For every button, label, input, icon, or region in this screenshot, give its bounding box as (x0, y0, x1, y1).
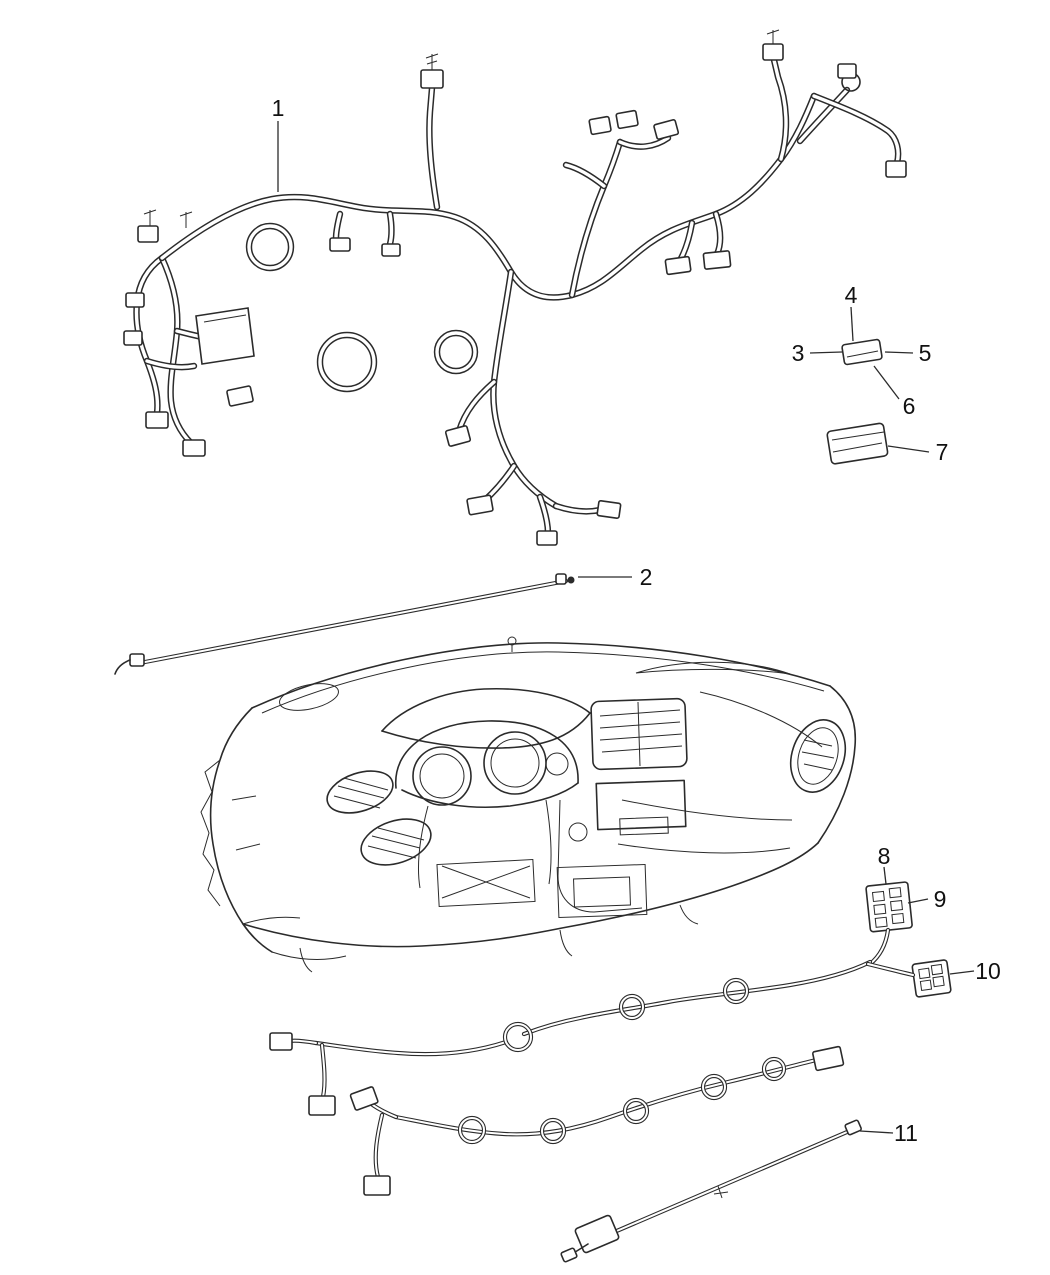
ip-main-harness-art (123, 29, 907, 546)
callout-6: 6 (903, 393, 916, 419)
antenna-cable-art (114, 573, 575, 675)
connector-10-art (911, 959, 952, 998)
callout-5: 5 (919, 340, 932, 366)
callout-7: 7 (936, 439, 949, 465)
bottom-harness-art (349, 1045, 845, 1196)
callout-labels: 1 2 3 4 5 6 7 8 9 10 11 (272, 95, 1001, 1146)
module-3-4-5-6-art (841, 338, 883, 366)
callout-11: 11 (894, 1120, 918, 1146)
module-7-art (826, 422, 889, 465)
callout-4: 4 (845, 282, 858, 308)
callout-1: 1 (272, 95, 285, 121)
callout-10: 10 (975, 958, 1001, 984)
connector-8-9-art (865, 881, 913, 933)
callout-8: 8 (878, 843, 891, 869)
instrument-panel-art (200, 636, 857, 973)
callout-3: 3 (792, 340, 805, 366)
callout-2: 2 (640, 564, 653, 590)
strip-harness-11-art (560, 1119, 862, 1263)
leader-lines (277, 121, 975, 1134)
callout-9: 9 (934, 886, 947, 912)
jumper-harness-art (269, 930, 913, 1116)
